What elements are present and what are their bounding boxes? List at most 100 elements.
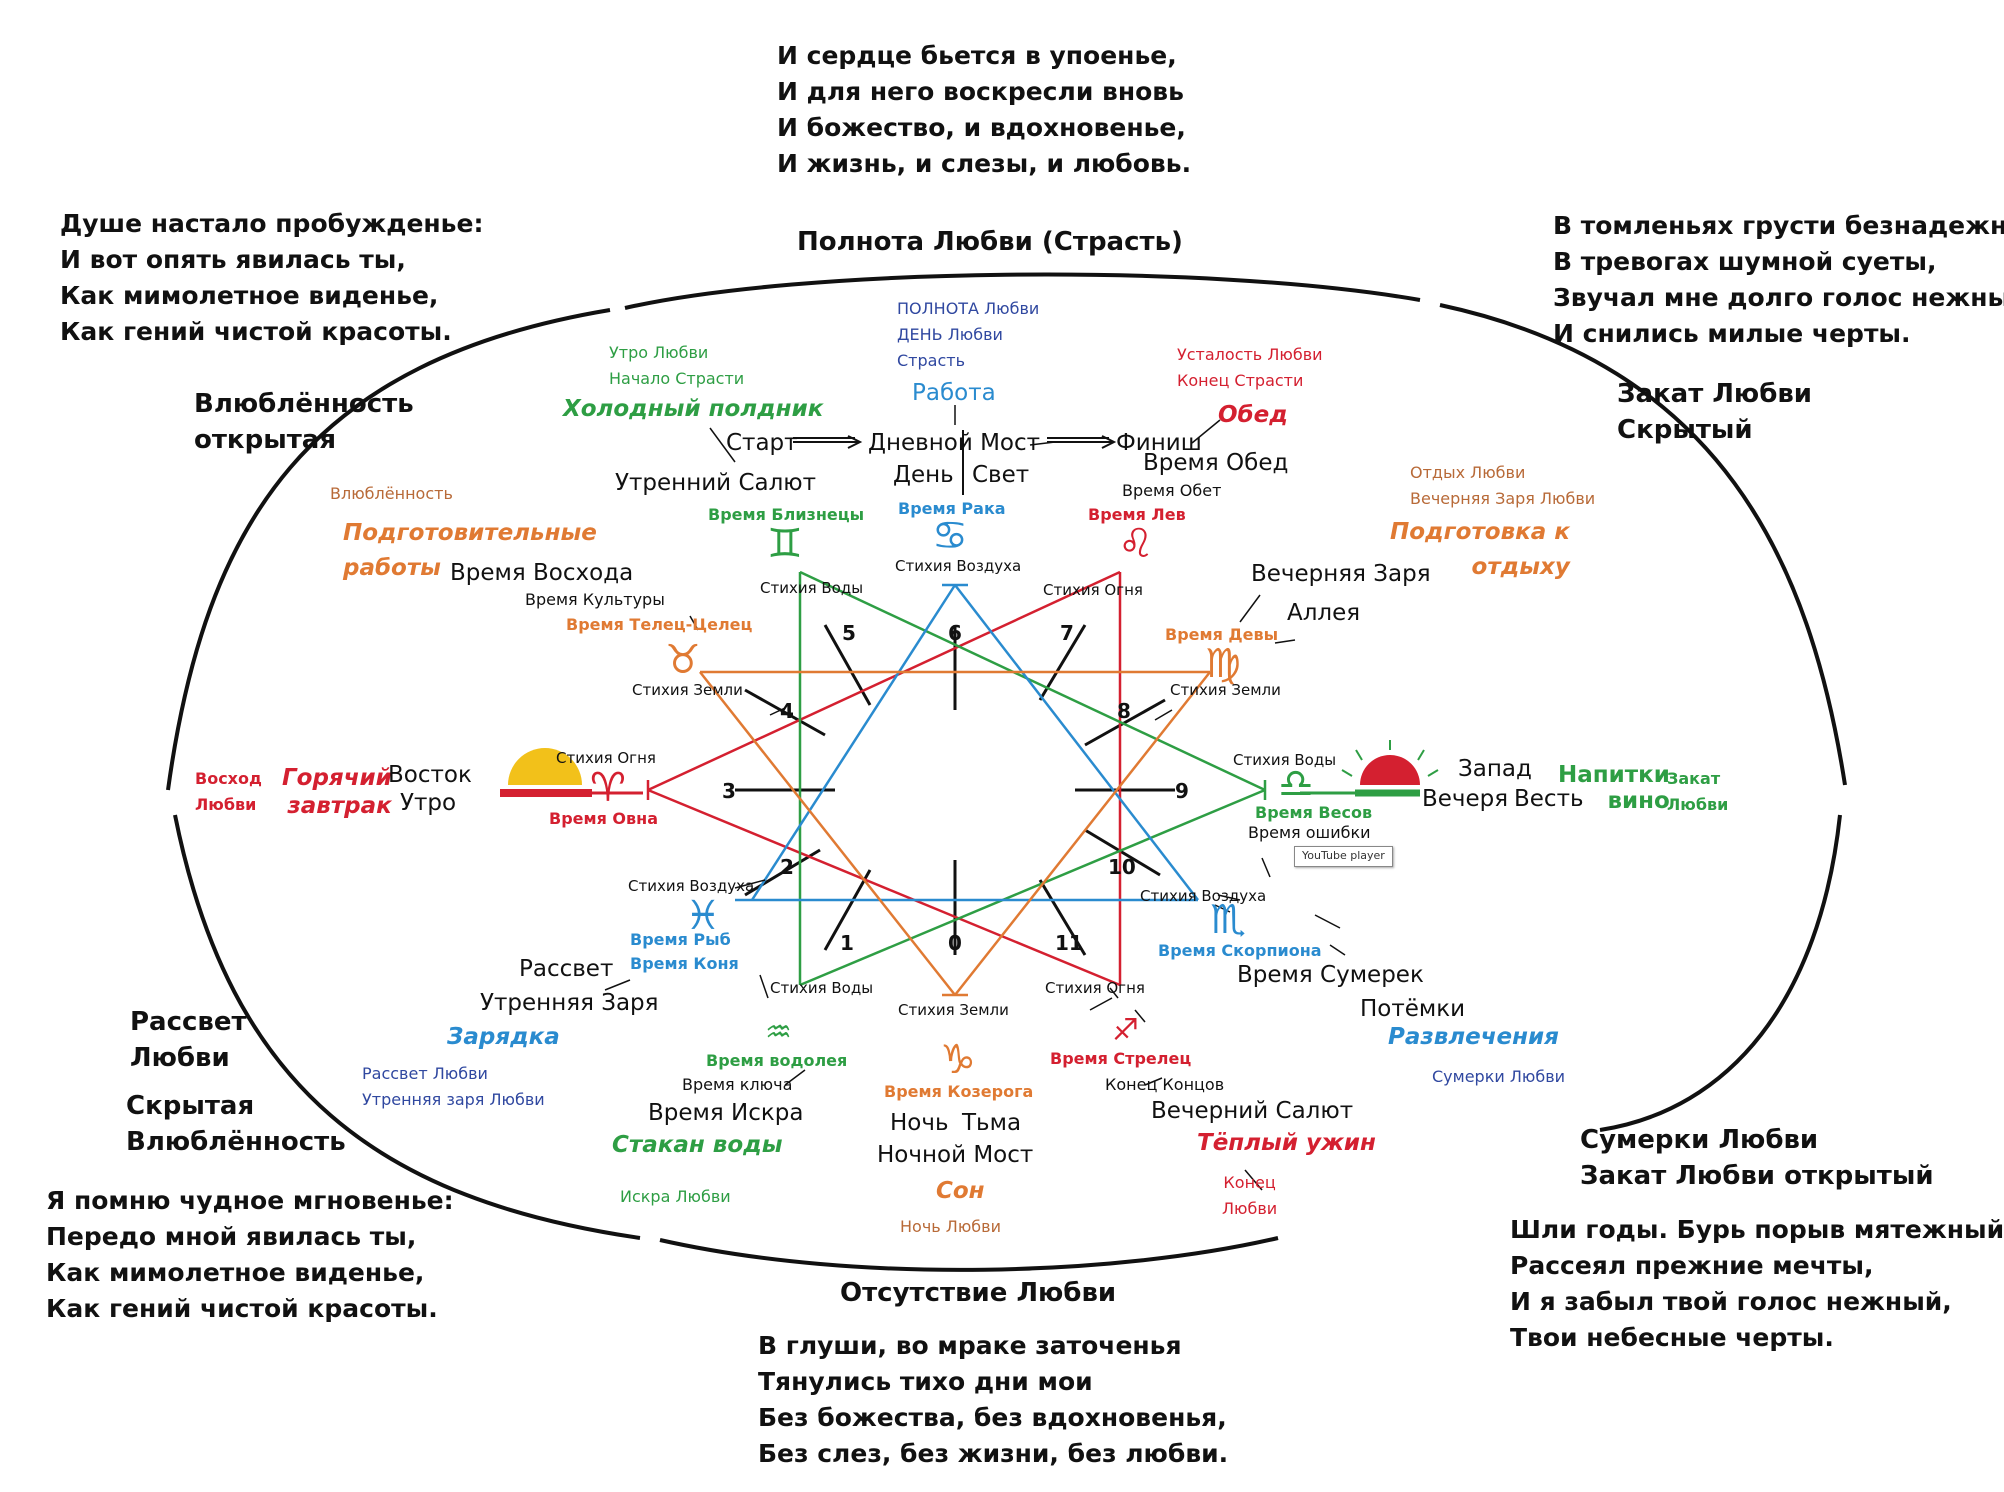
pisces-icon: ♓ <box>685 893 721 939</box>
label-morning-dawn: Утренняя Заря <box>480 990 659 1016</box>
label-evening-dawn-love: Вечерняя Заря Любви <box>1410 489 1596 508</box>
label-dawn: Рассвет <box>519 956 614 982</box>
element-air-right: Стихия Воздуха <box>1140 887 1267 905</box>
capricorn-icon: ♑ <box>940 1037 976 1083</box>
label-key-time: Время ключа <box>682 1075 793 1094</box>
label-warm-dinner: Тёплый ужин <box>1197 1130 1376 1156</box>
top-fatigue-love: Усталость Любви Конец Страсти <box>1177 342 1323 394</box>
label-passion-start: Начало Страсти <box>609 369 745 388</box>
label-day-bridge: Дневной Мост <box>868 430 1041 456</box>
time-libra: Время Весов <box>1255 803 1373 822</box>
label-twilight-time: Время Сумерек <box>1237 962 1424 988</box>
label-glass-water: Стакан воды <box>612 1132 783 1158</box>
outer-arc-top <box>624 272 1421 310</box>
label-day: День <box>893 462 954 488</box>
scorpio-icon: ♏ <box>1210 897 1246 943</box>
label-mistake-time: Время ошибки <box>1248 823 1371 842</box>
outer-arc-bottom-left <box>173 814 641 1240</box>
number-10: 10 <box>1108 855 1136 879</box>
label-start: Старт <box>726 430 798 456</box>
label-sunrise-love: Восход Любви <box>195 769 262 814</box>
sunrise-icon <box>500 748 643 797</box>
label-lunch-time: Время Обед <box>1143 450 1289 476</box>
time-cancer: Время Рака <box>898 499 1006 518</box>
aries-icon: ♈ <box>590 765 626 811</box>
label-work: Работа <box>912 380 996 406</box>
label-east: Восток <box>388 762 472 788</box>
number-3: 3 <box>722 779 736 803</box>
element-water-top: Стихия Воды <box>760 579 864 597</box>
phase-bottom: Отсутствие Любви <box>840 1278 1117 1308</box>
cancer-icon: ♋ <box>932 513 968 559</box>
poem-top-right: В томленьях грусти безнадежной, В тревог… <box>1553 211 2004 348</box>
outer-arc-top-right <box>1439 303 1847 786</box>
number-2: 2 <box>780 855 794 879</box>
number-0: 0 <box>948 931 962 955</box>
earth-line-left <box>699 671 956 996</box>
number-4: 4 <box>780 699 794 723</box>
phase-bottom-right: Сумерки Любви Закат Любви открытый <box>1580 1125 1934 1191</box>
libra-icon: ♎ <box>1278 761 1314 807</box>
label-exercise: Зарядка <box>447 1024 560 1050</box>
time-aquarius: Время водолея <box>706 1051 848 1070</box>
element-fire-top: Стихия Огня <box>1043 581 1143 599</box>
label-light: Свет <box>972 462 1030 488</box>
label-culture-time: Время Культуры <box>525 590 665 609</box>
number-1: 1 <box>840 931 854 955</box>
label-day-love: ДЕНЬ Любви <box>897 325 1003 344</box>
number-11: 11 <box>1055 931 1083 955</box>
element-air-left: Стихия Воздуха <box>628 877 755 895</box>
poem-bottom: В глуши, во мраке заточенья Тянулись тих… <box>758 1331 1229 1468</box>
label-horse-time: Время Коня <box>630 954 739 973</box>
label-evening-salute: Вечерний Салют <box>1151 1098 1354 1124</box>
poem-bottom-left: Я помню чудное мгновенье: Передо мной яв… <box>46 1186 454 1323</box>
virgo-icon: ♍ <box>1205 641 1241 687</box>
label-night-love: Ночь Любви <box>900 1217 1001 1236</box>
label-news: Весть <box>1514 786 1584 812</box>
phase-bottom-left-dawn: Рассвет Любви <box>130 1007 247 1073</box>
bottom-left-dawn-love: Рассвет Любви Утренняя заря Любви <box>362 1061 545 1113</box>
sunset-icon <box>1300 740 1439 797</box>
label-rest-love: Отдых Любви <box>1410 463 1526 482</box>
air-line-top-right <box>954 584 1199 901</box>
label-night-bridge: Ночной Мост <box>877 1142 1034 1168</box>
sagittarius-icon: ♐ <box>1112 1013 1139 1048</box>
label-hot-breakfast: Горячий завтрак <box>282 765 392 819</box>
poem-top-left: Душе настало пробужденье: И вот опять яв… <box>60 209 484 346</box>
label-pisces-time: Время Рыб <box>630 930 731 949</box>
label-night: Ночь <box>890 1110 949 1136</box>
time-pisces: Время Рыб Время Коня <box>630 928 739 976</box>
label-prep-work: Подготовительные работы <box>343 520 597 581</box>
time-scorpio: Время Скорпиона <box>1158 941 1322 960</box>
taurus-icon: ♉ <box>665 637 701 683</box>
leo-icon: ♌ <box>1118 521 1154 567</box>
number-8: 8 <box>1117 699 1131 723</box>
gemini-icon: ♊ <box>767 521 803 567</box>
number-6: 6 <box>948 621 962 645</box>
element-fire-bottom: Стихия Огня <box>1045 979 1145 997</box>
number-5: 5 <box>842 621 856 645</box>
water-line-aquarius-libra <box>799 788 1266 987</box>
label-fatigue-love: Усталость Любви <box>1177 345 1323 364</box>
label-evening: Вечеря <box>1422 786 1509 812</box>
fire-line-aries-sag <box>647 788 1121 987</box>
time-capricorn: Время Козерога <box>884 1082 1034 1101</box>
time-leo: Время Лев <box>1088 505 1186 524</box>
label-morning-love: Утро Любви <box>609 343 709 362</box>
water-line-gemini-libra <box>799 570 1266 792</box>
time-aries: Время Овна <box>549 809 658 828</box>
element-water-bottom: Стихия Воды <box>770 979 874 997</box>
label-morning: Утро <box>400 790 457 816</box>
number-9: 9 <box>1175 779 1189 803</box>
top-morning-love: Утро Любви Начало Страсти <box>609 340 744 392</box>
phase-bottom-left-hidden: Скрытая Влюблённость <box>126 1091 346 1157</box>
time-gemini: Время Близнецы <box>708 505 865 524</box>
outer-arc-top-left <box>166 308 611 791</box>
poem-bottom-right: Шли годы. Бурь порыв мятежный Рассеял пр… <box>1510 1215 2004 1352</box>
poem-top: И сердце бьется в упоенье, И для него во… <box>777 41 1192 178</box>
label-passion-end: Конец Страсти <box>1177 371 1304 390</box>
label-alley: Аллея <box>1287 600 1361 626</box>
phase-top-left: Влюблённость открытая <box>194 389 414 455</box>
